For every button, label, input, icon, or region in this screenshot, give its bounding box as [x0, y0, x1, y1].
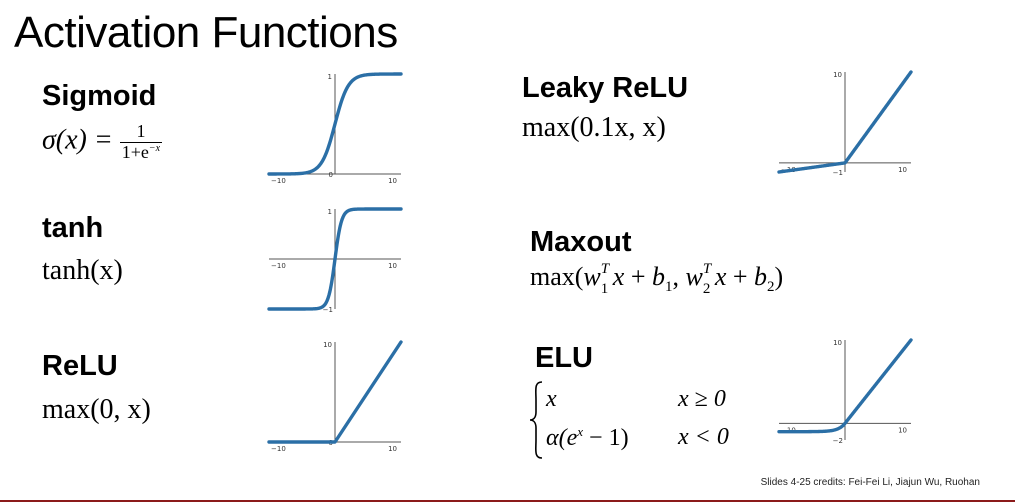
maxout-name: Maxout	[530, 226, 632, 258]
y-tick-label: −2	[833, 437, 843, 445]
elu-case2-cond: x < 0	[678, 424, 729, 450]
tanh-plot: −10 10 1 −1	[267, 207, 403, 314]
y-tick-label: 10	[833, 339, 842, 347]
x-tick-label: 10	[388, 262, 397, 270]
x-tick-label: 10	[388, 445, 397, 453]
elu-curve	[777, 338, 913, 434]
x-tick-label: 10	[388, 177, 397, 185]
y-tick-label: 1	[328, 73, 332, 81]
elu-case1-value: x	[546, 386, 557, 412]
relu-name: ReLU	[42, 350, 118, 382]
y-tick-label: 10	[833, 71, 842, 79]
leaky_relu-curve	[777, 70, 913, 174]
elu-name: ELU	[535, 342, 593, 374]
elu-case2-value: α(ex − 1)	[546, 424, 629, 451]
sigmoid-denominator: 1+e−x	[121, 141, 161, 162]
x-tick-label: 10	[898, 166, 907, 174]
tanh-curve	[267, 207, 403, 311]
x-tick-label: 10	[898, 426, 907, 434]
sigmoid-lhs: σ(x) =	[42, 124, 120, 156]
sigmoid-formula: σ(x) = 1 1+e−x	[42, 121, 163, 163]
sigmoid-fraction: 1 1+e−x	[119, 121, 163, 163]
x-tick-label: −10	[271, 445, 286, 453]
x-tick-label: −10	[271, 262, 286, 270]
sigmoid-name: Sigmoid	[42, 80, 157, 112]
tanh-name: tanh	[42, 212, 104, 244]
x-tick-label: −10	[271, 177, 286, 185]
bottom-divider	[0, 500, 1015, 502]
relu-formula: max(0, x)	[42, 394, 151, 425]
elu-case1-cond: x ≥ 0	[678, 386, 726, 412]
y-tick-label: 1	[328, 208, 332, 216]
sigmoid-numerator: 1	[119, 121, 163, 143]
leaky-relu-formula: max(0.1x, x)	[522, 112, 666, 143]
y-tick-label: −1	[833, 169, 843, 177]
elu-formula: x x ≥ 0 α(ex − 1) x < 0	[528, 380, 768, 460]
elu-brace	[529, 381, 543, 459]
relu-curve	[267, 340, 403, 444]
sigmoid-curve	[267, 72, 403, 176]
tanh-formula: tanh(x)	[42, 255, 123, 286]
y-tick-label: −1	[323, 306, 333, 314]
slide-title: Activation Functions	[14, 8, 398, 57]
y-tick-label: 0	[329, 171, 333, 179]
y-tick-label: 10	[323, 341, 332, 349]
credits-text: Slides 4-25 credits: Fei-Fei Li, Jiajun …	[760, 477, 980, 488]
leaky-relu-name: Leaky ReLU	[522, 72, 689, 104]
